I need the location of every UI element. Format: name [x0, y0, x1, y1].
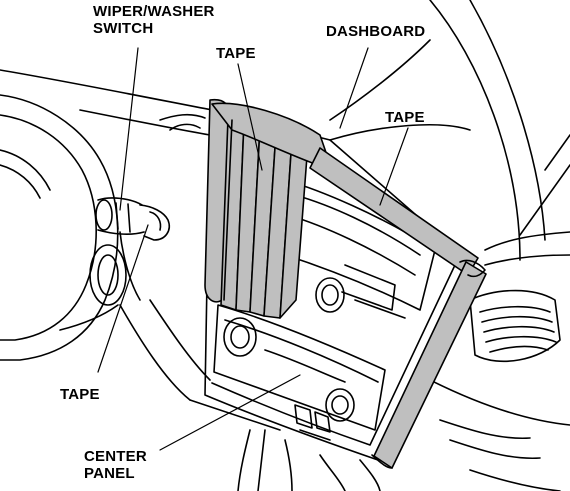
label-wiper-washer-switch-line1: WIPER/WASHER	[93, 3, 215, 20]
tape-strips	[204, 98, 487, 469]
callout-leaders	[97, 47, 409, 451]
label-center-panel: CENTER PANEL	[84, 448, 147, 482]
label-tape-top: TAPE	[216, 45, 256, 62]
label-center-panel-line2: PANEL	[84, 465, 135, 482]
label-dashboard: DASHBOARD	[326, 23, 426, 40]
label-wiper-washer-switch: WIPER/WASHER SWITCH	[93, 3, 215, 37]
label-tape-bottom-left: TAPE	[60, 386, 100, 403]
label-tape-right: TAPE	[385, 109, 425, 126]
leader-center-panel	[159, 374, 301, 451]
tape-edges	[223, 119, 486, 469]
wiper-washer-switch	[95, 197, 170, 301]
leader-wiper-switch	[119, 47, 139, 211]
label-wiper-washer-switch-line2: SWITCH	[93, 20, 154, 37]
leader-tape-bottom-left	[97, 224, 149, 373]
steering-wheel	[0, 94, 127, 361]
label-center-panel-line1: CENTER	[84, 448, 147, 465]
leader-tape-top	[237, 63, 263, 171]
leader-tape-right	[379, 127, 409, 206]
lower-console	[119, 299, 381, 491]
leader-dashboard	[339, 47, 369, 129]
